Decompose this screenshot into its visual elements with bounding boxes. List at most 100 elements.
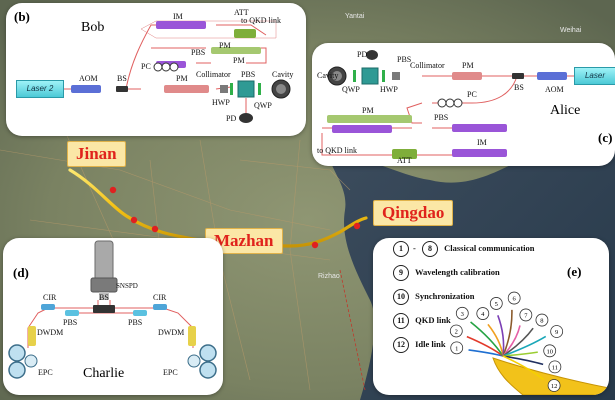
fiber-number: 11: [552, 364, 558, 371]
cir-right: [153, 304, 167, 310]
pm-device-c: [452, 72, 482, 80]
legend-text: Wavelength calibration: [414, 266, 500, 277]
label-pd: PD: [226, 114, 237, 123]
fiber-number: 4: [481, 311, 485, 318]
label-pc: PC: [141, 62, 151, 71]
fiber-strand: [470, 321, 504, 357]
label-pbs-right: PBS: [128, 318, 143, 327]
label-pm: PM: [176, 74, 188, 83]
fiber-number-circle: [476, 307, 490, 320]
panel-tag-b: (b): [14, 9, 30, 24]
cable-jacket: [492, 357, 609, 395]
fiber-strand: [502, 355, 544, 366]
legend-text: QKD link: [415, 314, 451, 325]
panel-fiber-legend: (e) 1- 8 Classical communication 9 Wavel…: [373, 238, 609, 395]
label-aom-c: AOM: [545, 85, 564, 94]
pm-device: [164, 85, 209, 93]
pbs-left: [65, 310, 79, 316]
label-pd-c: PD: [357, 50, 368, 59]
legend-row-3: 10 Synchronization: [393, 289, 474, 305]
map-label-weihai: Weihai: [560, 27, 582, 34]
label-pbs-c: PBS: [397, 55, 412, 64]
label-hwp: HWP: [212, 98, 230, 107]
label-cir-right: CIR: [153, 293, 167, 302]
fiber-number: 2: [455, 328, 458, 335]
legend-num: 8: [421, 241, 438, 257]
fiber-strand: [497, 315, 505, 357]
pd-detector: [239, 113, 253, 123]
epc-left: [8, 344, 38, 379]
fiber-strand: [502, 325, 521, 357]
fiber-number-circle: [550, 325, 564, 338]
label-bs: BS: [117, 74, 127, 83]
label-pbs: PBS: [191, 48, 206, 57]
label-dwdm-left: DWDM: [37, 328, 64, 337]
legend-text: Classical communication: [444, 242, 535, 253]
collimator: [220, 85, 228, 93]
hwp-plate: [230, 83, 233, 95]
relay-node: [353, 222, 361, 230]
fiber-strand: [502, 351, 538, 357]
label-snspd: SNSPD: [116, 282, 138, 290]
legend-num: 9: [393, 265, 409, 281]
fiber-number-circle: [543, 344, 557, 358]
map-label-yantai: Yantai: [345, 13, 365, 20]
label-att: ATT: [234, 8, 249, 17]
legend-row-5: 12 Idle link: [393, 337, 446, 353]
qwp-plate: [258, 83, 261, 95]
legend-num: 12: [393, 337, 409, 353]
label-att-c: ATT: [397, 156, 412, 165]
label-dwdm-right: DWDM: [158, 328, 185, 337]
city-jinan: Jinan: [67, 141, 126, 167]
fiber-number: 5: [495, 301, 498, 308]
label-cavity-c: Cavity: [317, 71, 339, 80]
legend-num: 11: [393, 313, 409, 329]
label-pm-c: PM: [462, 61, 474, 70]
im-modulator-c3: [452, 149, 507, 157]
aom-device: [71, 85, 101, 93]
fiber-number-circle: [449, 324, 463, 338]
pm-modulator-c: [327, 115, 412, 123]
fiber-strand: [502, 327, 534, 357]
panel-alice: (c) Alice: [312, 43, 615, 166]
bs-charlie: [93, 305, 115, 313]
bob-optics-diagram: [64, 20, 291, 123]
pbs-cube-c: [361, 67, 379, 85]
aom-device-c: [537, 72, 567, 80]
fiber-number: 10: [546, 348, 553, 355]
label-collimator: Collimator: [196, 70, 231, 79]
legend-dash: -: [413, 242, 416, 253]
panel-tag-e: (e): [567, 264, 582, 279]
fiber-number-circle: [519, 308, 533, 322]
label-epc-right: EPC: [163, 368, 178, 377]
label-epc-left: EPC: [38, 368, 53, 377]
hwp-plate-c: [382, 70, 385, 82]
laser-2: Laser 2: [16, 80, 64, 98]
label-bs-c: BS: [514, 83, 524, 92]
panel-name-bob: Bob: [81, 20, 105, 35]
alice-optics-diagram: [321, 50, 592, 159]
panel-name-alice: Alice: [550, 103, 581, 118]
legend-num: 1: [393, 241, 409, 257]
label-im: IM: [173, 12, 183, 21]
legend-row-4: 11 QKD link: [393, 313, 451, 329]
label-qwp-c: QWP: [342, 85, 360, 94]
fiber-number: 1: [455, 345, 458, 352]
dashed-boundary: [339, 269, 366, 391]
fiber-strand: [468, 349, 504, 357]
fiber-number-circle: [547, 379, 561, 392]
dwdm-right: [188, 326, 196, 346]
pbs-cube: [237, 80, 255, 98]
relay-node: [151, 225, 159, 233]
bs-device: [116, 86, 128, 92]
city-mazhan: Mazhan: [205, 228, 283, 254]
label-to-qkd-link-c: to QKD link: [317, 146, 357, 155]
label-pbs-2-c: PBS: [434, 113, 449, 122]
fiber-strand: [502, 309, 513, 357]
label-pc-c: PC: [467, 90, 477, 99]
im-modulator-c: [452, 124, 507, 132]
im-modulator-c2: [332, 125, 392, 133]
legend-row-1: 1- 8 Classical communication: [393, 241, 535, 257]
legend-text: Idle link: [415, 338, 446, 349]
